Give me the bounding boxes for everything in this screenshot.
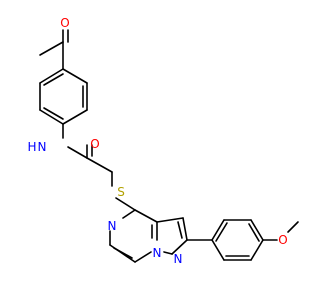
bond [215, 222, 228, 242]
bond [115, 197, 136, 211]
bond [86, 157, 113, 173]
molecule-diagram: O N H O S N N N O [27, 16, 299, 266]
atom-label-amide-hydrogen: H [27, 140, 36, 154]
bond [287, 221, 299, 233]
bond [113, 247, 133, 259]
bonds [39, 29, 299, 263]
bond [171, 239, 188, 255]
bond [62, 68, 88, 84]
bond [182, 217, 188, 241]
bond [250, 239, 264, 261]
bond [43, 73, 64, 86]
bond [156, 217, 184, 223]
atom-label-sulfur: S [117, 185, 125, 199]
atom-label-bridge-nitrogen: N [153, 246, 162, 260]
bond [248, 223, 260, 242]
bond [43, 107, 64, 120]
bond [39, 41, 64, 56]
atom-label-amide-nitrogen: N [38, 140, 47, 154]
bond [122, 209, 136, 219]
bond [163, 251, 173, 255]
atom-labels: O N H O S N N N O [27, 16, 287, 266]
bond [67, 146, 88, 159]
bond [211, 219, 225, 241]
molecule-svg: O N H O S N N N O [27, 16, 299, 266]
bond [39, 68, 64, 84]
bond [211, 239, 225, 261]
bond [39, 109, 64, 125]
bond [177, 221, 183, 239]
atom-label-pyrazine-nitrogen: N [108, 219, 117, 233]
atom-label-methoxy-oxygen: O [278, 233, 287, 247]
bond [250, 219, 264, 241]
atom-label-acetyl-oxygen: O [60, 16, 69, 30]
bond [62, 109, 88, 125]
atom-label-amide-oxygen: O [90, 137, 99, 151]
bond [134, 251, 152, 263]
bond [134, 209, 158, 223]
atom-label-pyrazole-nitrogen: N [174, 252, 183, 266]
